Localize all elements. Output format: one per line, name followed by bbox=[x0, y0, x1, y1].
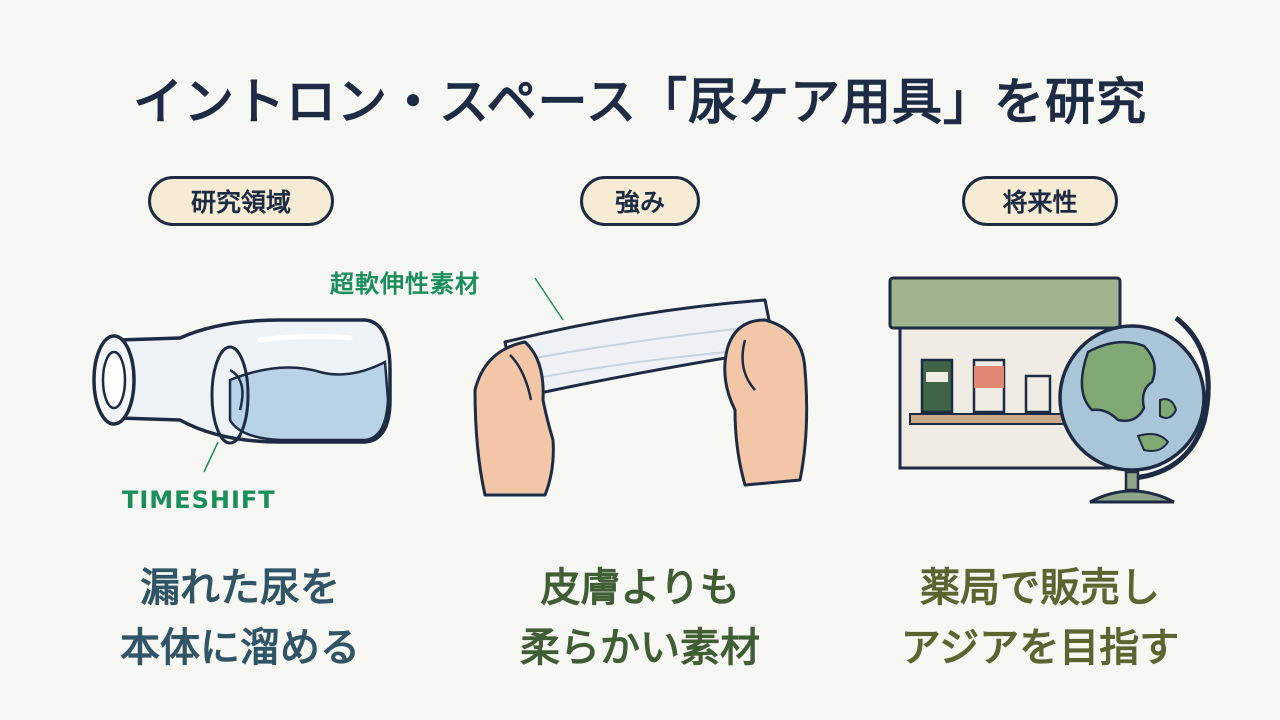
caption-research-area: 漏れた尿を 本体に溜める bbox=[60, 558, 420, 678]
caption-line: アジアを目指す bbox=[900, 625, 1180, 671]
pharmacy-icon bbox=[888, 276, 1122, 470]
heading-research-area: 研究領域 bbox=[148, 176, 334, 226]
globe-icon bbox=[1058, 316, 1211, 504]
bottle-icon bbox=[92, 318, 392, 473]
heading-future: 将来性 bbox=[962, 176, 1118, 226]
caption-future: 薬局で販売し アジアを目指す bbox=[860, 558, 1220, 678]
caption-line: 本体に溜める bbox=[120, 625, 360, 671]
caption-line: 漏れた尿を bbox=[140, 565, 340, 611]
caption-line: 皮膚よりも bbox=[540, 565, 740, 611]
callout-super-soft-material: 超軟伸性素材 bbox=[330, 270, 480, 298]
caption-line: 薬局で販売し bbox=[920, 565, 1160, 611]
caption-strength: 皮膚よりも 柔らかい素材 bbox=[460, 558, 820, 678]
page-title: イントロン・スペース「尿ケア用具」を研究 bbox=[133, 73, 1147, 131]
callout-timeshift: TIMESHIFT bbox=[122, 486, 276, 514]
caption-line: 柔らかい素材 bbox=[520, 625, 760, 671]
stretching-material-icon bbox=[473, 277, 809, 497]
heading-strength: 強み bbox=[580, 176, 700, 226]
